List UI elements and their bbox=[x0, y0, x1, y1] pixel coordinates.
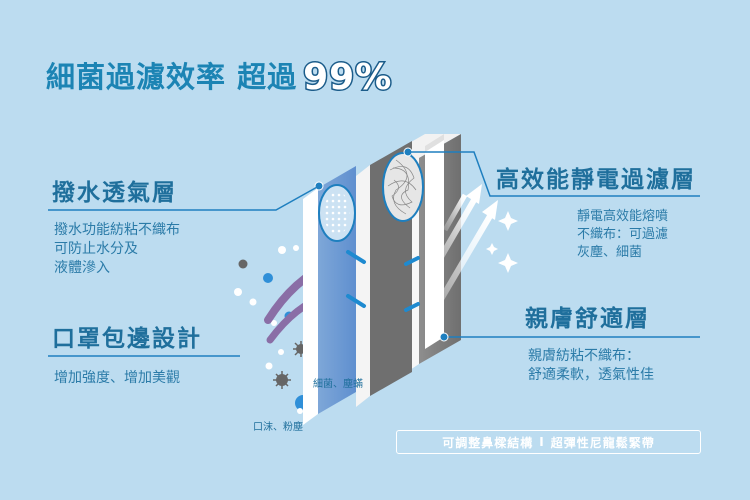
blocked-particles bbox=[346, 250, 420, 312]
electrostatic-desc: 靜電高效能熔噴 不織布：可過濾 灰塵、細菌 bbox=[577, 209, 669, 260]
skin-layer-point bbox=[439, 332, 449, 342]
banner-left: 可調整鼻樑結構 bbox=[442, 435, 534, 450]
feature-banner: 可調整鼻樑結構 I 超彈性尼龍鬆緊帶 bbox=[396, 430, 701, 454]
water-repellent-desc: 撥水功能紡粘不織布 可防止水分及 液體滲入 bbox=[54, 222, 180, 276]
skin-friendly-desc: 親膚紡粘不織布： 舒適柔軟，透氣性佳 bbox=[528, 348, 654, 383]
water-layer-zoom bbox=[314, 181, 356, 242]
skin-friendly-layer bbox=[425, 134, 444, 349]
skin-friendly-title: 親膚舒適層 bbox=[525, 306, 650, 332]
mask-design-title: 口罩包邊設計 bbox=[52, 326, 202, 352]
droplets-label: 口沫、粉塵 bbox=[253, 422, 303, 433]
sparkle-icon bbox=[486, 211, 518, 273]
fiber-zoom bbox=[382, 147, 424, 222]
bacteria-label: 細菌、塵蟎 bbox=[313, 379, 363, 390]
water-repellent-title: 撥水透氣層 bbox=[52, 180, 177, 206]
airflow-arrows bbox=[427, 184, 498, 320]
mask-design-desc: 增加強度、增加美觀 bbox=[54, 370, 180, 386]
electrostatic-title: 高效能靜電過濾層 bbox=[496, 167, 696, 193]
percent-badge: 99% bbox=[302, 56, 393, 100]
leader-lines bbox=[48, 151, 700, 357]
banner-right: 超彈性尼龍鬆緊帶 bbox=[550, 435, 655, 450]
banner-separator: I bbox=[539, 435, 545, 449]
